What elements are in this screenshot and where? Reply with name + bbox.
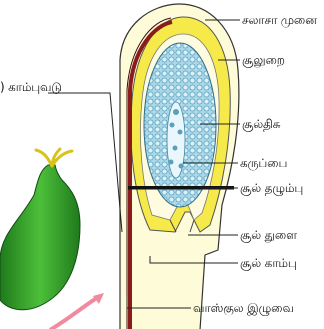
label-micropyle: சூல் துளை (240, 228, 297, 242)
stigma-shape (36, 149, 72, 166)
label-vascular-strand: வாஸ்குல இழுவை (193, 301, 294, 315)
label-integument: சூலுறை (242, 53, 285, 67)
label-hilum: சூல் தழும்பு (240, 181, 303, 195)
label-nucellus: சூல்திசு (242, 117, 280, 131)
label-embryo-sac: கருப்பை (240, 156, 287, 170)
label-funicle: சூல் காம்பு (240, 256, 297, 270)
pistil-shape (0, 165, 80, 310)
pink-arrow (50, 296, 100, 329)
label-funicle-partial: ) காம்புவடு (0, 80, 62, 94)
label-chalaza: சலாசா முனை (242, 13, 317, 27)
